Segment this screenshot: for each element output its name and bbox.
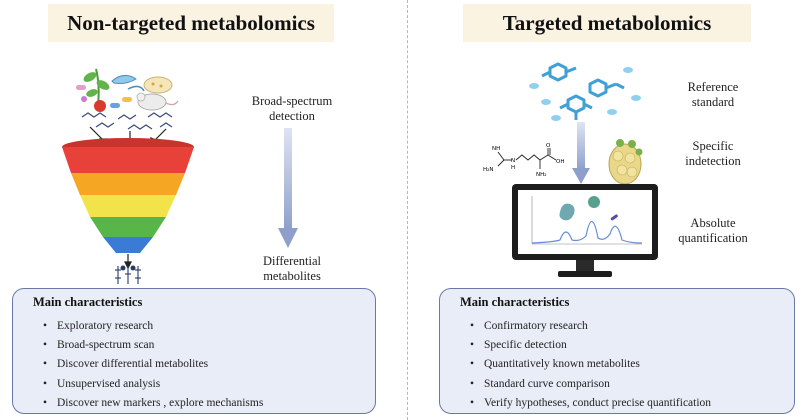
targeted-characteristics-box: Main characteristics • Confirmatory resea… [439,288,795,414]
reference-standard-label: Reference standard [668,80,758,110]
list-item: • Verify hypotheses, conduct precise quan… [470,394,711,413]
funnel-icon [62,138,194,253]
specific-indetection-label-line2: indetection [685,154,741,168]
specific-indetection-label: Specific indetection [668,139,758,169]
non-targeted-characteristics-list: • Exploratory research • Broad-spectrum sc… [43,317,263,413]
center-divider [407,0,408,420]
list-item-text: Discover differential metabolites [57,358,209,371]
bullet: • [470,339,475,352]
bullet: • [43,396,48,409]
differential-label-line2: metabolites [263,269,321,283]
list-item: • Quantitatively known metabolites [470,355,711,374]
targeted-characteristics-list: • Confirmatory research • Specific detecti… [470,317,711,413]
mol-label-nh2: NH₂ [536,172,546,178]
list-item-text: Discover new markers , explore mechanism… [57,396,264,409]
arginine-structure-icon: NH H₂N N H O OH NH₂ [483,143,564,178]
targeted-title: Targeted metabolomics [463,4,751,42]
list-item: • Unsupervised analysis [43,375,263,394]
bullet: • [43,320,48,332]
bullet: • [470,320,475,332]
targeted-down-arrow [572,122,590,184]
absolute-quantification-label-line1: Absolute [690,216,736,230]
differential-label-line1: Differential [262,254,322,268]
mol-label-oh: OH [556,159,564,165]
list-item: • Standard curve comparison [470,375,711,394]
mol-label-n: N [511,158,515,164]
microbe-icon [111,75,145,92]
mouse-icon [136,92,179,111]
cell-cluster-icon [608,139,643,185]
mol-label-h2n: H₂N [483,167,493,173]
list-item-text: Unsupervised analysis [57,377,161,390]
mol-label-h: H [511,165,515,171]
list-item-text: Broad-spectrum scan [57,339,155,352]
non-targeted-characteristics-box: Main characteristics • Exploratory resear… [12,288,376,414]
list-item: • Discover new markers , explore mechanis… [43,394,263,413]
bullet: • [43,377,48,390]
plant-icon [83,68,110,112]
monitor-chromatogram-icon [512,184,658,277]
list-item: • Exploratory research [43,317,263,336]
list-item: • Broad-spectrum scan [43,336,263,355]
list-item-text: Verify hypotheses, conduct precise quant… [484,396,712,409]
reference-standard-label-line1: Reference [687,80,739,94]
pills-icon [76,85,132,108]
absolute-quantification-label-line2: quantification [678,231,748,245]
list-item-text: Standard curve comparison [484,377,610,390]
bullet: • [470,358,475,371]
detection-down-arrow [278,128,298,248]
broad-spectrum-label: Broad-spectrum detection [240,94,344,124]
bullet: • [43,339,48,352]
bullet: • [470,377,475,390]
metabolite-molecules-icon [81,112,173,130]
list-item: • Specific detection [470,336,711,355]
list-item-text: Confirmatory research [484,320,588,332]
list-item: • Confirmatory research [470,317,711,336]
differential-metabolite-icon [115,265,141,284]
list-item: • Discover differential metabolites [43,355,263,374]
reference-standard-label-line2: standard [691,95,735,109]
absolute-quantification-label: Absolute quantification [662,216,764,246]
specific-indetection-label-line1: Specific [692,139,734,153]
list-item-text: Specific detection [484,339,567,352]
petri-dish-icon [143,76,173,94]
list-item-text: Quantitatively known metabolites [484,358,640,371]
non-targeted-title: Non-targeted metabolomics [48,4,334,42]
broad-spectrum-label-line2: detection [269,109,315,123]
targeted-title-text: Targeted metabolomics [502,10,712,35]
non-targeted-illustration [62,68,194,270]
differential-label: Differential metabolites [240,254,344,284]
list-item-text: Exploratory research [57,320,154,332]
reference-standard-molecules-icon [529,62,641,121]
non-targeted-characteristics-title: Main characteristics [33,295,143,309]
targeted-characteristics-title: Main characteristics [460,295,570,309]
non-targeted-title-text: Non-targeted metabolomics [67,10,315,35]
mol-label-nh: NH [492,146,500,152]
broad-spectrum-label-line1: Broad-spectrum [251,94,333,108]
bullet: • [43,358,48,371]
bullet: • [470,396,475,409]
output-arrow [124,254,132,270]
mol-label-o: O [546,143,551,149]
